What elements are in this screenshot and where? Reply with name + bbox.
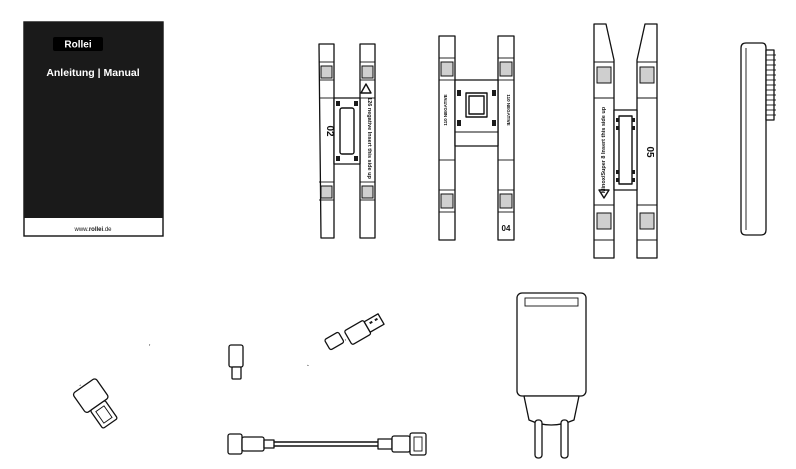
film-holder-02: 02 126 negative Insert this side up (318, 43, 376, 239)
hdmi-cable (64, 284, 244, 429)
holder-04-label-right: 110 NEGATIVE (506, 94, 511, 125)
holder-02-number: 02 (324, 125, 335, 137)
adapter-cable (227, 432, 427, 456)
cleaning-brush (740, 42, 776, 236)
holder-02-label: 126 negative Insert this side up (366, 97, 372, 179)
power-adapter (516, 292, 587, 459)
usb-cable (288, 313, 385, 396)
holder-04-label-left: 110 NEGATIVE (443, 94, 448, 125)
manual-url: www.rollei.de (73, 227, 112, 233)
manual-title: Anleitung | Manual (46, 67, 139, 79)
manual-booklet: Rollei Anleitung | Manual www.rollei.de (23, 21, 164, 237)
film-holder-05: Minox/Super 8 Insert this side up 05 (593, 23, 658, 259)
holder-04-number: 04 (502, 224, 511, 233)
holder-05-number: 05 (644, 146, 655, 158)
film-holder-04: 110 NEGATIVE 110 NEGATIVE 04 (438, 35, 515, 241)
holder-05-label: Minox/Super 8 Insert this side up (601, 106, 607, 193)
rollei-logo: Rollei (53, 37, 103, 51)
logo-text: Rollei (64, 40, 91, 51)
